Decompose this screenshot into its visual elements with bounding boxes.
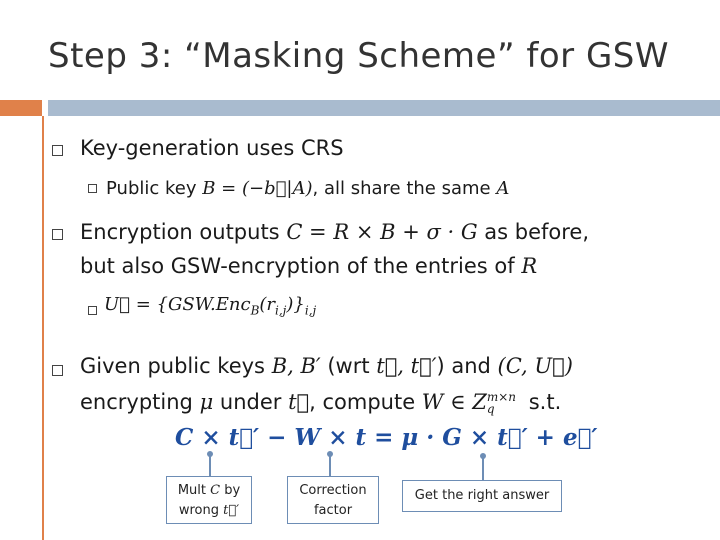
callout-arrow-1 — [209, 454, 211, 476]
bullet-icon — [52, 365, 63, 376]
bullet-1a-text: Public key — [106, 178, 203, 199]
gsw-formula-index: i,j — [275, 303, 287, 318]
callout-1-text: Mult — [177, 483, 211, 498]
masking-equation: C × t⃗′ − W × t = μ · G × t⃗′ + e⃗′ — [175, 424, 598, 451]
callout-correction-factor: Correction factor — [287, 476, 379, 524]
gsw-formula: U⃗ = {GSW.Enc — [104, 294, 251, 315]
left-accent-line — [42, 116, 44, 540]
sub-bullet-icon — [88, 184, 97, 193]
w-dimension-superscript: m×n — [486, 390, 517, 404]
bullet-3-text-2: (wrt — [320, 354, 377, 378]
secret-keys-math: t⃗, t⃗′ — [376, 354, 437, 378]
sub-bullet-icon — [88, 306, 97, 315]
t-vector-math: t⃗ — [288, 390, 310, 414]
bullet-2-text-3: but also GSW-encryption of the entries o… — [80, 254, 522, 278]
public-keys-math: B, B′ — [271, 354, 321, 378]
callout-1-text-3: wrong — [178, 503, 224, 518]
bullet-2a: U⃗ = {GSW.EncB(ri,j)}i,j — [104, 294, 316, 318]
bullet-3-text-3: ) and — [436, 354, 498, 378]
callout-1-math-2: t⃗′ — [223, 503, 240, 518]
gsw-formula-outer-index: i,j — [304, 303, 317, 318]
title-underline-accent — [0, 100, 42, 116]
callout-2-line-1: Correction — [299, 483, 367, 498]
bullet-3-text-4: encrypting — [80, 390, 200, 414]
bullet-3-text-7: s.t. — [522, 390, 562, 414]
public-key-formula: B = (−b⃗|A) — [202, 178, 313, 199]
bullet-2-text-2: as before, — [477, 220, 590, 244]
gsw-formula-arg: (r — [259, 294, 276, 315]
w-modulus-subscript: q — [486, 402, 495, 416]
gsw-formula-subscript: B — [250, 303, 260, 318]
callout-1-text-2: by — [220, 483, 241, 498]
mu-math: μ — [199, 390, 214, 414]
ciphertext-pair-math: (C, U⃗) — [497, 354, 573, 378]
callout-right-answer: Get the right answer — [402, 480, 562, 512]
bullet-3-text-5: under — [213, 390, 289, 414]
slide-title: Step 3: “Masking Scheme” for GSW — [48, 36, 669, 76]
callout-2-line-2: factor — [313, 503, 353, 518]
bullet-1a-text-2: , all share the same — [312, 178, 497, 199]
bullet-1a: Public key B = (−b⃗|A), all share the sa… — [106, 178, 509, 199]
encryption-formula: C = R × B + σ · G — [286, 220, 478, 244]
callout-arrow-3 — [482, 456, 484, 480]
bullet-3-text: Given public keys — [80, 354, 272, 378]
callout-arrow-2 — [329, 454, 331, 476]
callout-1-math: C — [210, 483, 221, 498]
bullet-icon — [52, 229, 63, 240]
matrix-a: A — [496, 178, 510, 199]
callout-mult-wrong-key: Mult C by wrong t⃗′ — [166, 476, 252, 524]
w-membership-math: W ∈ Z — [421, 390, 487, 414]
bullet-3-line-1: Given public keys B, B′ (wrt t⃗, t⃗′) an… — [80, 354, 573, 378]
bullet-3-text-6: , compute — [309, 390, 422, 414]
gsw-formula-close: )} — [286, 294, 305, 315]
bullet-2-text: Encryption outputs — [80, 220, 287, 244]
bullet-2-line-2: but also GSW-encryption of the entries o… — [80, 254, 537, 278]
matrix-r: R — [521, 254, 538, 278]
callout-3-text: Get the right answer — [414, 488, 550, 503]
bullet-1-text: Key-generation uses CRS — [80, 136, 344, 160]
title-underline-bar — [48, 100, 720, 116]
bullet-2-line-1: Encryption outputs C = R × B + σ · G as … — [80, 220, 589, 244]
bullet-icon — [52, 145, 63, 156]
